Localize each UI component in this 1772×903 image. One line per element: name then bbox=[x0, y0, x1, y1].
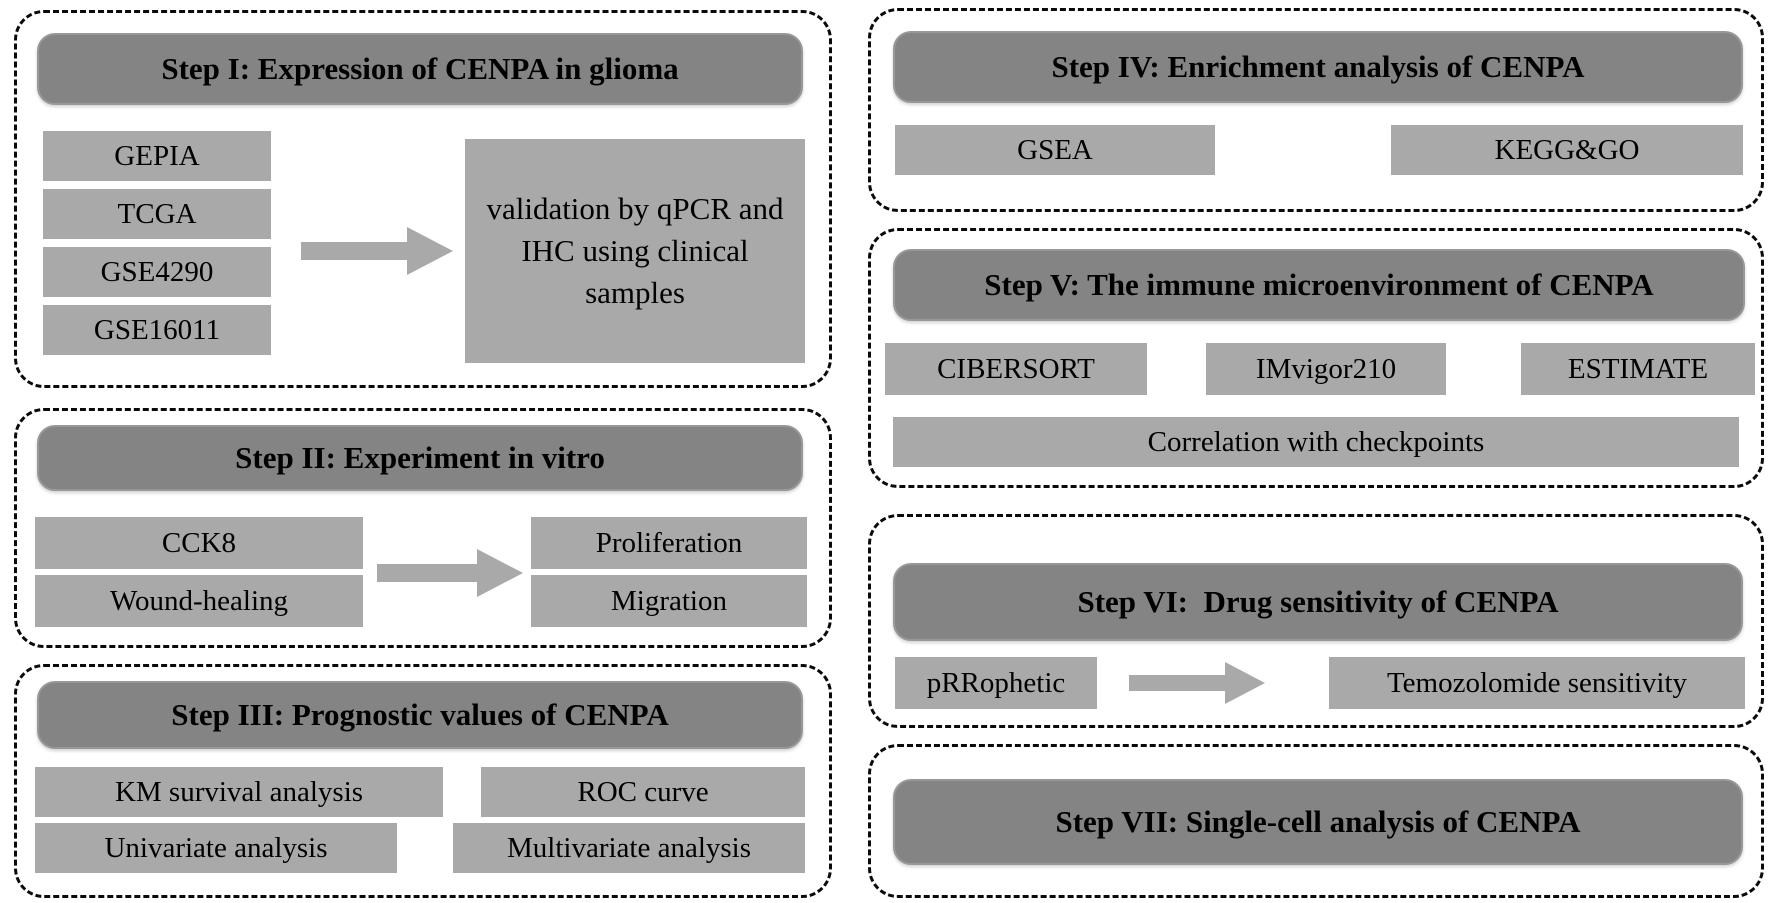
tool-box-gsea: GSEA bbox=[895, 125, 1215, 175]
outcome-box-migration: Migration bbox=[531, 575, 807, 627]
validation-label: validation by qPCR and IHC using clinica… bbox=[486, 191, 784, 310]
arrow-shaft bbox=[377, 564, 477, 582]
step7-title: Step VII: Single-cell analysis of CENPA bbox=[1055, 804, 1581, 839]
arrow-right-icon bbox=[1129, 662, 1265, 704]
method-box-cck8: CCK8 bbox=[35, 517, 363, 569]
arrow-head bbox=[407, 227, 453, 275]
step2-header: Step II: Experiment in vitro bbox=[37, 425, 803, 491]
step5-header: Step V: The immune microenvironment of C… bbox=[893, 249, 1745, 321]
analysis-label: Univariate analysis bbox=[104, 831, 328, 864]
step7-header: Step VII: Single-cell analysis of CENPA bbox=[893, 779, 1743, 865]
correlation-checkpoints-box: Correlation with checkpoints bbox=[893, 417, 1739, 467]
tool-label: ESTIMATE bbox=[1567, 352, 1709, 385]
arrow-right-icon bbox=[301, 227, 453, 275]
tool-label: KEGG&GO bbox=[1494, 133, 1640, 166]
analysis-label: ROC curve bbox=[577, 775, 709, 808]
outcome-box-temozolomide: Temozolomide sensitivity bbox=[1329, 657, 1745, 709]
validation-box: validation by qPCR and IHC using clinica… bbox=[465, 139, 805, 363]
source-box-gepia: GEPIA bbox=[43, 131, 271, 181]
tool-label: CIBERSORT bbox=[937, 352, 1095, 385]
outcome-label: Migration bbox=[611, 584, 727, 617]
analysis-box-univariate: Univariate analysis bbox=[35, 823, 397, 873]
analysis-label: KM survival analysis bbox=[114, 775, 364, 808]
arrow-right-icon bbox=[377, 549, 523, 597]
step4-panel: Step IV: Enrichment analysis of CENPA GS… bbox=[868, 8, 1764, 212]
step1-header: Step I: Expression of CENPA in glioma bbox=[37, 33, 803, 105]
tool-box-cibersort: CIBERSORT bbox=[885, 343, 1147, 395]
source-label: GSE4290 bbox=[100, 255, 214, 288]
step6-header: Step VI: Drug sensitivity of CENPA bbox=[893, 563, 1743, 641]
method-label: Wound-healing bbox=[109, 584, 289, 617]
arrow-shaft bbox=[301, 242, 407, 260]
analysis-box-multivariate: Multivariate analysis bbox=[453, 823, 805, 873]
step5-title: Step V: The immune microenvironment of C… bbox=[984, 267, 1654, 302]
step6-panel: Step VI: Drug sensitivity of CENPA pRRop… bbox=[868, 514, 1764, 728]
step1-title: Step I: Expression of CENPA in glioma bbox=[161, 51, 679, 86]
source-box-tcga: TCGA bbox=[43, 189, 271, 239]
tool-box-kegg-go: KEGG&GO bbox=[1391, 125, 1743, 175]
source-box-gse4290: GSE4290 bbox=[43, 247, 271, 297]
outcome-label: Temozolomide sensitivity bbox=[1386, 666, 1687, 699]
tool-box-prrophetic: pRRophetic bbox=[895, 657, 1097, 709]
step3-header: Step III: Prognostic values of CENPA bbox=[37, 681, 803, 749]
step4-title: Step IV: Enrichment analysis of CENPA bbox=[1051, 49, 1585, 84]
source-label: GEPIA bbox=[114, 139, 200, 172]
tool-box-estimate: ESTIMATE bbox=[1521, 343, 1755, 395]
correlation-label: Correlation with checkpoints bbox=[1147, 425, 1485, 458]
method-label: CCK8 bbox=[161, 526, 237, 559]
tool-label: GSEA bbox=[1017, 133, 1093, 166]
step1-panel: Step I: Expression of CENPA in glioma GE… bbox=[14, 10, 832, 388]
analysis-box-km-survival: KM survival analysis bbox=[35, 767, 443, 817]
step3-title: Step III: Prognostic values of CENPA bbox=[171, 697, 669, 732]
arrow-head bbox=[477, 549, 523, 597]
source-label: GSE16011 bbox=[93, 313, 221, 346]
step6-title: Step VI: Drug sensitivity of CENPA bbox=[1077, 584, 1559, 619]
step2-panel: Step II: Experiment in vitro CCK8 Wound-… bbox=[14, 408, 832, 648]
arrow-head bbox=[1225, 662, 1265, 704]
step5-panel: Step V: The immune microenvironment of C… bbox=[868, 228, 1764, 488]
step4-header: Step IV: Enrichment analysis of CENPA bbox=[893, 31, 1743, 103]
step2-title: Step II: Experiment in vitro bbox=[235, 440, 605, 475]
tool-label: IMvigor210 bbox=[1255, 352, 1397, 385]
outcome-label: Proliferation bbox=[595, 526, 743, 559]
source-label: TCGA bbox=[117, 197, 197, 230]
tool-label: pRRophetic bbox=[926, 666, 1066, 699]
step7-panel: Step VII: Single-cell analysis of CENPA bbox=[868, 744, 1764, 898]
analysis-box-roc-curve: ROC curve bbox=[481, 767, 805, 817]
outcome-box-proliferation: Proliferation bbox=[531, 517, 807, 569]
arrow-shaft bbox=[1129, 675, 1225, 691]
tool-box-imvigor210: IMvigor210 bbox=[1206, 343, 1446, 395]
analysis-label: Multivariate analysis bbox=[506, 831, 752, 864]
source-box-gse16011: GSE16011 bbox=[43, 305, 271, 355]
method-box-wound-healing: Wound-healing bbox=[35, 575, 363, 627]
step3-panel: Step III: Prognostic values of CENPA KM … bbox=[14, 664, 832, 898]
